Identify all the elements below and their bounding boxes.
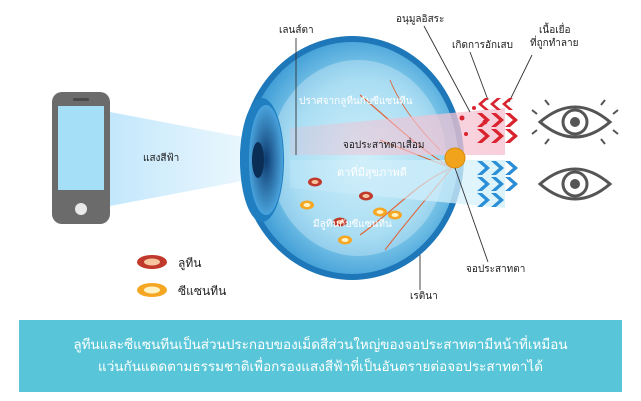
- free-radicals-label: อนุมูลอิสระ: [396, 14, 444, 25]
- damaged-eye-icon: [531, 99, 619, 145]
- smartphone-icon: [52, 92, 110, 224]
- healthy-chevrons: [477, 161, 518, 207]
- healthy-eye-label: ตาที่มีสุขภาพดี: [337, 164, 407, 179]
- retina-degeneration-label: จอประสาทตาเสื่อม: [343, 137, 425, 151]
- legend-zeaxanthin-swatch: [137, 283, 167, 297]
- legend: ลูทีน ซีแซนทีน: [137, 255, 226, 298]
- damage-chevrons: [477, 98, 518, 143]
- legend-zeaxanthin-label: ซีแซนทีน: [178, 284, 226, 298]
- blue-light-label: แสงสีฟ้า: [143, 152, 179, 164]
- caption-banner: ลูทีนและซีแซนทีนเป็นส่วนประกอบของเม็ดสีส…: [19, 320, 622, 392]
- damaged-tissue-label-1: เนื้อเยื่อ: [539, 22, 571, 36]
- legend-lutein-swatch: [137, 255, 167, 269]
- macula-spot: [444, 147, 466, 169]
- inflammation-label: เกิดการอักเสบ: [452, 40, 513, 51]
- has-pigments-label: มีลูทีนกับซีแซนทีน: [313, 218, 392, 230]
- eye-diagram: แสงสีฟ้า ปราศจากลูทีนกับซีแซนทีน จอประสา…: [52, 14, 619, 302]
- lacking-pigments-label: ปราศจากลูทีนกับซีแซนทีน: [299, 95, 413, 107]
- unhealthy-band: [290, 108, 505, 155]
- caption-line-2: แว่นกันแดดตามธรรมชาติเพื่อกรองแสงสีฟ้าที…: [98, 359, 543, 375]
- lens-label: เลนส์ตา: [279, 24, 314, 36]
- macula-label: จอประสาทตา: [466, 264, 525, 275]
- healthy-band: [290, 160, 505, 208]
- healthy-eye-icon: [537, 167, 613, 201]
- retina-label: เรตินา: [410, 291, 438, 302]
- damaged-tissue-label-2: ที่ถูกทำลาย: [530, 35, 579, 49]
- caption-line-1: ลูทีนและซีแซนทีนเป็นส่วนประกอบของเม็ดสีส…: [73, 337, 568, 353]
- legend-lutein-label: ลูทีน: [178, 256, 201, 271]
- eyeball: [240, 36, 464, 280]
- blue-light-beam: [110, 112, 258, 206]
- pigment-particles: [300, 177, 402, 245]
